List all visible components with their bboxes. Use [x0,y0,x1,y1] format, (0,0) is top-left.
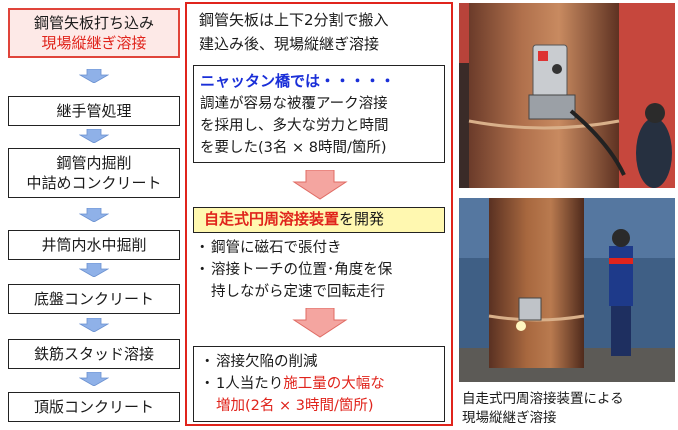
flow-step-label: 継手管処理 [56,102,132,120]
flow-step-line2: 中詰めコンクリート [26,174,162,192]
development-box: 自走式円周溶接装置を開発 [193,207,445,233]
flow-arrow-down-icon [79,372,109,386]
caption-line: 現場縦継ぎ溶接 [462,410,557,426]
feature-text: 持しながら定速で回転走行 [211,284,385,300]
niktan-body: 調達が容易な被覆アーク溶接 を採用し、多大な労力と時間 を要した(3名 × 8時… [200,93,444,159]
intro-line-2: 建込み後、現場縦継ぎ溶接 [199,35,380,53]
flow-step-label: 鉄筋スタッド溶接 [33,345,154,363]
caption-line: 自走式円周溶接装置による [462,391,624,407]
list-item: ・溶接トーチの位置･角度を保 [195,259,445,281]
flow-step-top-slab: 頂版コンクリート [8,392,180,422]
niktan-body-line: 調達が容易な被覆アーク溶接 [200,96,388,112]
flow-step-pile-driving: 鋼管矢板打ち込み 現場縦継ぎ溶接 [8,8,180,58]
niktan-title: ニャッタン橋では・・・・・ [200,72,396,90]
bullet: ・ [195,240,210,256]
flow-step-stud-welding: 鉄筋スタッド溶接 [8,339,180,369]
flow-step-line1: 鋼管矢板打ち込み [33,14,154,32]
list-item: 増加(2名 × 3時間/箇所) [200,395,444,417]
intro-line-1: 鋼管矢板は上下2分割で搬入 [199,11,389,29]
photo-welding-site [459,198,675,382]
photo-caption: 自走式円周溶接装置による 現場縦継ぎ溶接 [462,390,676,428]
features-list: ・鋼管に磁石で張付き ・溶接トーチの位置･角度を保 持しながら定速で回転走行 [195,237,445,303]
flow-arrow-down-icon [79,208,109,222]
flow-step-base-concrete: 底盤コンクリート [8,284,180,314]
niktan-body-line: を要した(3名 × 8時間/箇所) [200,140,387,156]
flow-step-label: 底盤コンクリート [33,290,154,308]
arrow-down-icon [292,170,348,200]
flow-arrow-down-icon [79,69,109,83]
bullet: ・ [195,262,210,278]
flow-arrow-down-icon [79,129,109,143]
result-text: 1人当たり [216,376,284,392]
results-list: ・溶接欠陥の削減 ・1人当たり施工量の大幅な 増加(2名 × 3時間/箇所) [200,351,444,417]
flow-step-line2: 現場縦継ぎ溶接 [41,34,147,52]
result-highlight: 増加(2名 × 3時間/箇所) [216,398,374,414]
niktan-box: ニャッタン橋では・・・・・ 調達が容易な被覆アーク溶接 を採用し、多大な労力と時… [193,65,445,163]
bullet [195,281,211,303]
list-item: 持しながら定速で回転走行 [195,281,445,303]
feature-text: 溶接トーチの位置･角度を保 [211,262,393,278]
list-item: ・溶接欠陥の削減 [200,351,444,373]
development-highlight: 自走式円周溶接装置 [204,210,340,228]
flow-step-excavation: 鋼管内掘削 中詰めコンクリート [8,148,180,198]
flow-step-joint-pipe: 継手管処理 [8,96,180,126]
niktan-body-line: を採用し、多大な労力と時間 [200,118,389,134]
feature-text: 鋼管に磁石で張付き [211,240,342,256]
list-item: ・鋼管に磁石で張付き [195,237,445,259]
flow-step-label: 井筒内水中掘削 [41,236,147,254]
list-item: ・1人当たり施工量の大幅な [200,376,385,392]
flow-step-line1: 鋼管内掘削 [56,154,132,172]
flow-step-label: 頂版コンクリート [33,398,154,416]
photo-welding-device-closeup [459,3,675,188]
arrow-down-icon [292,308,348,338]
flow-step-underwater-excavation: 井筒内水中掘削 [8,230,180,260]
result-text: 溶接欠陥の削減 [216,354,318,370]
flow-arrow-down-icon [79,263,109,277]
development-rest: を開発 [339,210,385,228]
center-panel: 鋼管矢板は上下2分割で搬入 建込み後、現場縦継ぎ溶接 ニャッタン橋では・・・・・… [185,2,453,426]
results-box: ・溶接欠陥の削減 ・1人当たり施工量の大幅な 増加(2名 × 3時間/箇所) [193,346,445,422]
result-highlight: 施工量の大幅な [283,376,385,392]
flow-arrow-down-icon [79,318,109,332]
